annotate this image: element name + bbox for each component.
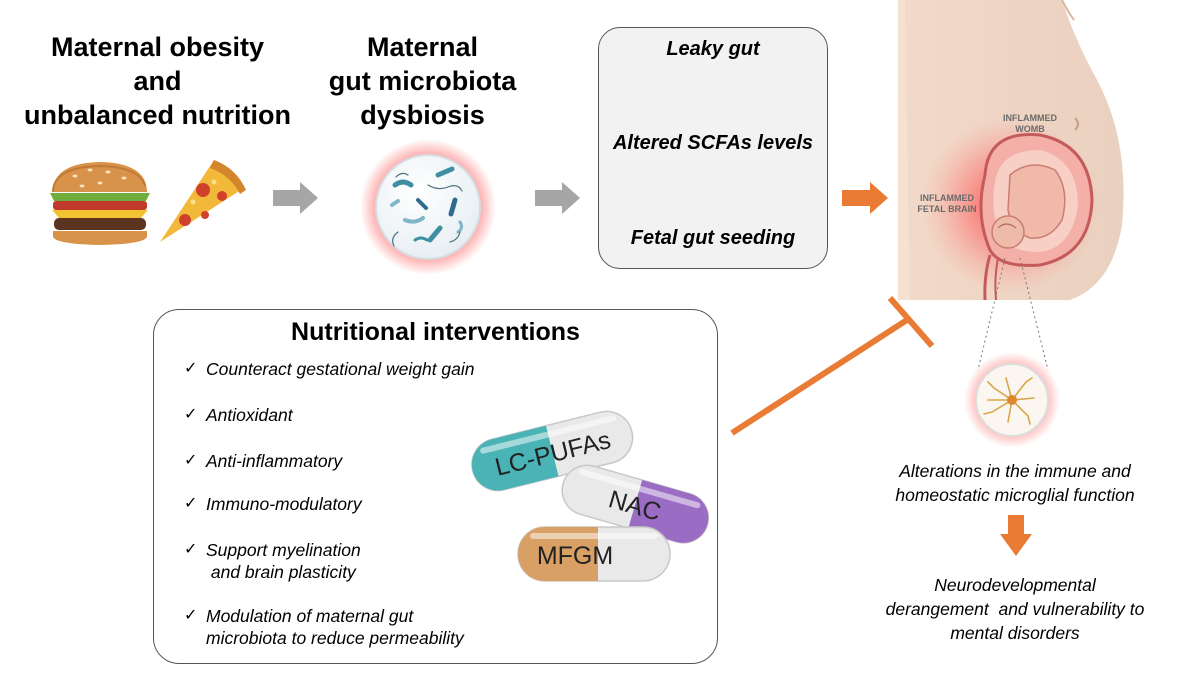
interventions-title: Nutritional interventions xyxy=(291,318,580,346)
womb-label: INFLAMMED WOMB xyxy=(1003,113,1057,134)
check-icon: ✓ xyxy=(184,607,198,624)
check-icon: ✓ xyxy=(184,406,198,423)
pregnant-womb-illustration xyxy=(898,0,1124,301)
pizza-slice-icon xyxy=(160,160,246,242)
orange-down-arrow-icon xyxy=(1000,515,1032,556)
obesity-title: Maternal obesity and unbalanced nutritio… xyxy=(24,32,291,130)
neuro-outcome-text: Neurodevelopmental derangement and vulne… xyxy=(885,575,1145,643)
effect-scfa-levels: Altered SCFAs levels xyxy=(612,132,814,154)
fetal-brain-label: INFLAMMED FETAL BRAIN xyxy=(917,193,977,214)
check-icon: ✓ xyxy=(184,452,198,469)
supplement-capsules: LC-PUFAs NAC MFGM xyxy=(471,410,710,582)
nutritional-interventions-box: Nutritional interventions ✓ Counteract g… xyxy=(153,309,718,664)
intervention-item: ✓ Modulation of maternal gut microbiota … xyxy=(184,606,464,648)
dysbiosis-title: Maternal gut microbiota dysbiosis xyxy=(328,32,517,130)
check-icon: ✓ xyxy=(184,360,198,377)
capsule-nac: NAC xyxy=(561,464,710,544)
microglia-outcome-text: Alterations in the immune and homeostati… xyxy=(895,461,1135,505)
arrow-icon xyxy=(535,182,580,214)
arrow-icon xyxy=(273,182,318,214)
intervention-item: ✓ Anti-inflammatory xyxy=(184,451,343,471)
inhibition-line-icon xyxy=(730,296,935,436)
intervention-item: ✓ Immuno-modulatory xyxy=(184,494,362,514)
check-icon: ✓ xyxy=(184,541,198,558)
burger-icon xyxy=(50,162,150,245)
pill-label-mfgm: MFGM xyxy=(537,542,613,570)
microbiota-dish-icon xyxy=(360,139,496,275)
gut-effects-box: Leaky gut Altered SCFAs levels Fetal gut… xyxy=(598,27,828,269)
effect-fetal-gut-seeding: Fetal gut seeding xyxy=(630,227,796,249)
check-icon: ✓ xyxy=(184,495,198,512)
microglia-cell-icon xyxy=(964,352,1060,448)
orange-arrow-icon xyxy=(842,182,888,214)
effect-leaky-gut: Leaky gut xyxy=(666,38,760,60)
intervention-item: ✓ Support myelination and brain plastici… xyxy=(184,540,361,582)
intervention-item: ✓ Counteract gestational weight gain xyxy=(184,359,475,379)
intervention-item: ✓ Antioxidant xyxy=(184,405,293,425)
zoom-lines xyxy=(977,257,1049,371)
capsule-mfgm: MFGM xyxy=(517,526,671,582)
